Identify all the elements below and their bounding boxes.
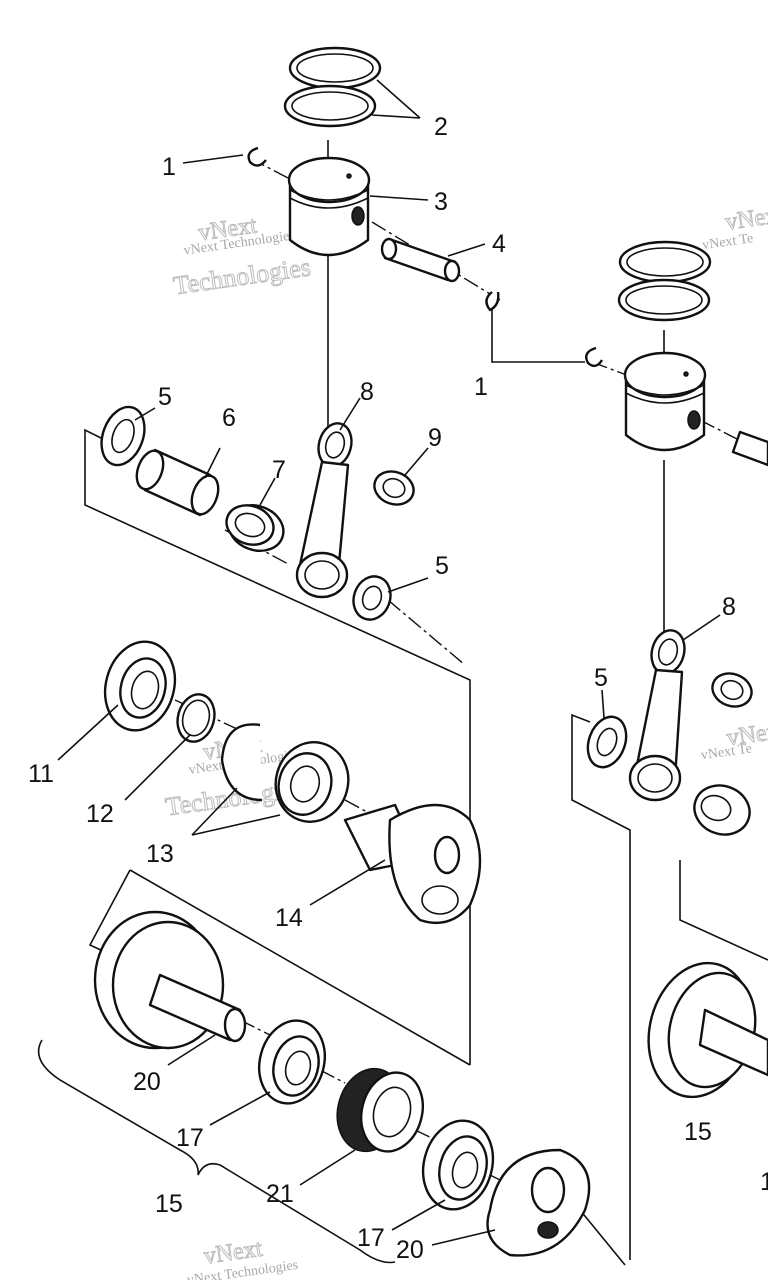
piston-pin-left [380, 237, 461, 283]
watermark-partial-right-mid: vNext Te [700, 741, 753, 763]
callout-5-lower: 5 [435, 552, 449, 580]
callout-5-right: 5 [594, 664, 608, 692]
callout-1-middle: 1 [474, 373, 488, 401]
callout-14: 14 [275, 904, 303, 932]
connecting-rod-left [295, 422, 353, 599]
callout-8-left: 8 [360, 378, 374, 406]
main-bearing-11 [103, 640, 177, 732]
crank-half-20-lower [486, 1148, 591, 1257]
callout-1-right-partial: 1 [760, 1168, 768, 1196]
watermark-group-right-mid: vNext vNext Te [700, 717, 768, 763]
piston-left [287, 156, 371, 257]
snap-ring-13 [220, 723, 263, 802]
piston-rings-right [617, 240, 712, 322]
crankshaft-right-partial [647, 961, 768, 1099]
callout-8-right: 8 [722, 593, 736, 621]
bearing-13 [274, 741, 350, 823]
needle-bearing-right [711, 672, 753, 708]
callout-12: 12 [86, 800, 114, 828]
callout-2-left: 2 [434, 113, 448, 141]
crank-half-14 [343, 803, 482, 925]
piston-right [623, 351, 707, 452]
circlip-left-side [485, 291, 500, 312]
callout-1-left: 1 [162, 153, 176, 181]
callout-20-lower: 20 [396, 1236, 424, 1264]
callout-7: 7 [272, 456, 286, 484]
connecting-rod-right [628, 629, 686, 802]
callout-6: 6 [222, 404, 236, 432]
circlip-right [585, 346, 604, 368]
callout-11: 11 [28, 760, 54, 788]
piston-rings-left [283, 46, 382, 128]
crank-flywheel-20 [93, 910, 247, 1050]
piston-pin-right-partial [731, 430, 768, 467]
callout-20-upper: 20 [133, 1068, 161, 1096]
circlip-left-top [247, 146, 267, 167]
watermark-brand-right-top: vNext [724, 202, 768, 236]
watermark-group-bottom: vNext vNext Technologies [186, 1235, 299, 1280]
bearing-17-lower [421, 1119, 495, 1211]
bearing-17-upper [258, 1019, 326, 1105]
watermark-group-right-top: vNext vNext Te [701, 201, 768, 253]
thrust-washer-left-top [100, 405, 146, 467]
watermark-line2-top: Technologies [172, 252, 313, 300]
leader-lines [57, 79, 721, 1246]
watermark-partial-right-top: vNext Te [701, 231, 754, 253]
needle-bearing-small-left [373, 470, 415, 506]
seal-21 [336, 1067, 424, 1153]
callout-21: 21 [266, 1180, 294, 1208]
callout-17-upper: 17 [176, 1124, 204, 1152]
callout-labels: 1 2 3 4 1 5 6 7 8 9 5 8 5 11 12 13 14 20… [28, 113, 768, 1264]
callout-13: 13 [146, 840, 174, 868]
callout-17-lower: 17 [357, 1224, 385, 1252]
roller-bearing-right [693, 784, 751, 836]
callout-15-right: 15 [684, 1118, 712, 1146]
callout-5-top: 5 [158, 383, 172, 411]
callout-3-left: 3 [434, 188, 448, 216]
callout-4-left: 4 [492, 230, 506, 258]
crank-pin-left [135, 448, 220, 517]
thrust-washer-left-bottom [352, 575, 392, 621]
callout-15-left: 15 [155, 1190, 183, 1218]
callout-9: 9 [428, 424, 442, 452]
ring-12 [176, 693, 216, 743]
thrust-washer-right [586, 715, 628, 769]
roller-bearing-big-left [225, 504, 285, 552]
